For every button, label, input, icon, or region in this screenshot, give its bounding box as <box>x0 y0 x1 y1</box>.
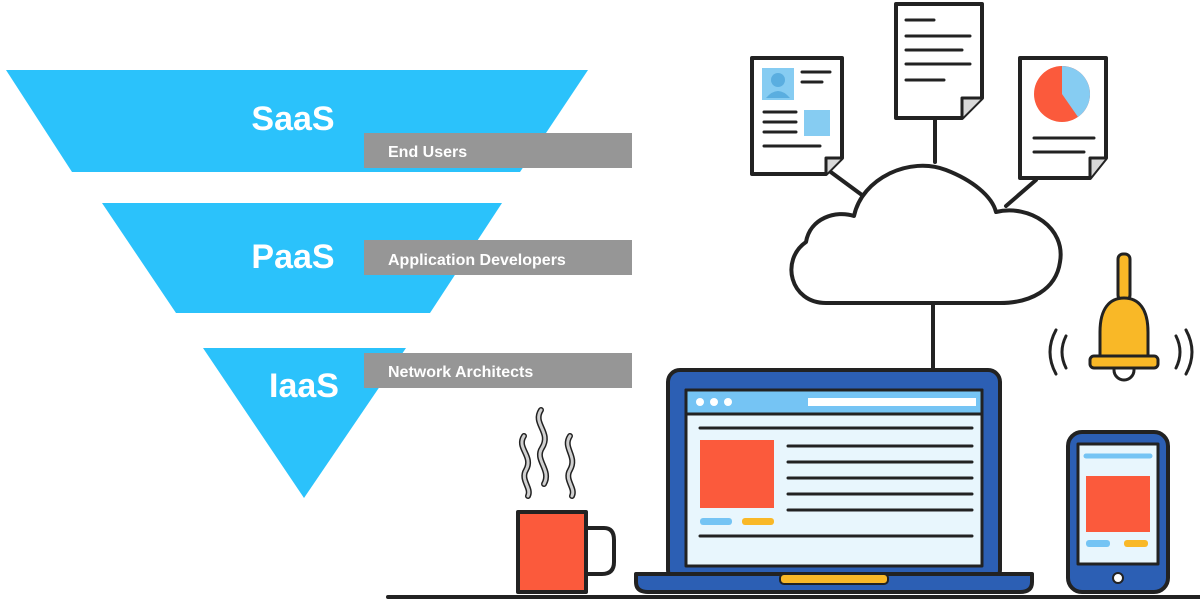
connector-lines <box>826 118 1038 374</box>
tier-iaas: IaaS Network Architects <box>203 348 632 498</box>
tier-saas: SaaS End Users <box>6 70 632 172</box>
service-pyramid: SaaS End Users PaaS Application Develope… <box>6 70 632 498</box>
tier-paas-shape <box>102 203 502 313</box>
pie-chart-document-icon <box>1018 56 1108 180</box>
tier-paas: PaaS Application Developers <box>102 203 632 313</box>
tier-saas-audience: End Users <box>388 144 467 161</box>
profile-document-icon <box>750 56 844 176</box>
tier-iaas-label-bar <box>364 353 632 388</box>
tier-paas-label-bar <box>364 240 632 275</box>
tier-iaas-title: IaaS <box>269 367 339 405</box>
tier-paas-audience: Application Developers <box>388 252 566 269</box>
tier-saas-label-bar <box>364 133 632 168</box>
text-document-icon <box>894 2 984 120</box>
cloud-illustration <box>386 2 1200 599</box>
tier-iaas-shape <box>203 348 406 498</box>
tier-iaas-audience: Network Architects <box>388 364 533 381</box>
smartphone-icon <box>1066 430 1170 594</box>
coffee-mug-icon <box>516 407 616 594</box>
tier-saas-title: SaaS <box>251 100 334 138</box>
bell-icon <box>1048 252 1194 382</box>
tier-paas-title: PaaS <box>251 238 334 276</box>
laptop-icon <box>634 368 1034 594</box>
cloud-icon <box>789 163 1063 305</box>
